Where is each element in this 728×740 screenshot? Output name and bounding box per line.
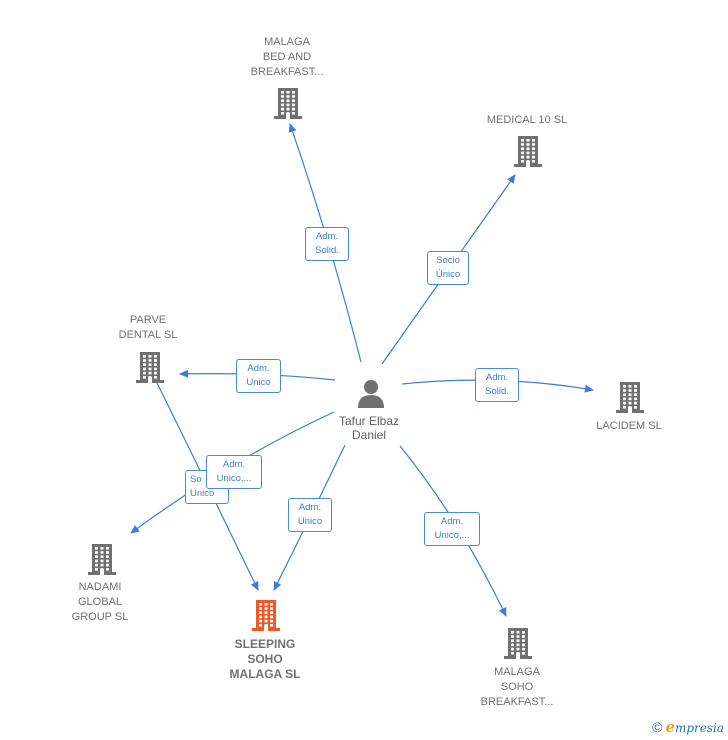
- building-icon[interactable]: [502, 626, 534, 660]
- company-label-medical[interactable]: MEDICAL 10 SL: [486, 114, 568, 126]
- empresia-logo: empresia: [665, 718, 724, 736]
- edge-label-parve[interactable]: Adm.Unico: [236, 359, 281, 393]
- building-icon[interactable]: [512, 134, 544, 168]
- edge-label-lacidem[interactable]: Adm.Solid.: [475, 368, 519, 402]
- company-label-lacidem[interactable]: LACIDEM SL: [596, 420, 662, 432]
- building-icon[interactable]: [134, 350, 166, 384]
- edge-label-sleeping[interactable]: Adm.Unico: [288, 498, 332, 532]
- building-icon[interactable]: [86, 542, 118, 576]
- company-label-sleeping[interactable]: SLEEPING SOHO MALAGA SL: [229, 637, 301, 681]
- building-icon[interactable]: [272, 86, 304, 120]
- person-icon[interactable]: [356, 378, 386, 408]
- company-label-parve[interactable]: PARVE DENTAL SL: [118, 314, 178, 341]
- company-label-malaga-soho[interactable]: MALAGA SOHO BREAKFAST...: [480, 666, 554, 708]
- empresia-footer[interactable]: © empresia: [652, 718, 724, 736]
- company-label-malaga-bed[interactable]: MALAGA BED AND BREAKFAST...: [250, 36, 324, 78]
- edge-label-malaga-soho[interactable]: Adm.Unico,...: [424, 512, 480, 546]
- building-icon-focus[interactable]: [250, 598, 282, 632]
- company-label-nadami[interactable]: NADAMI GLOBAL GROUP SL: [71, 581, 129, 623]
- copyright-icon: ©: [652, 719, 663, 735]
- edge-label-sleeping-top[interactable]: Adm.Unico,...: [206, 455, 262, 489]
- edge-label-malaga-bed[interactable]: Adm.Solid.: [305, 227, 349, 261]
- building-icon[interactable]: [614, 380, 646, 414]
- person-label[interactable]: Tafur Elbaz Daniel: [338, 414, 400, 442]
